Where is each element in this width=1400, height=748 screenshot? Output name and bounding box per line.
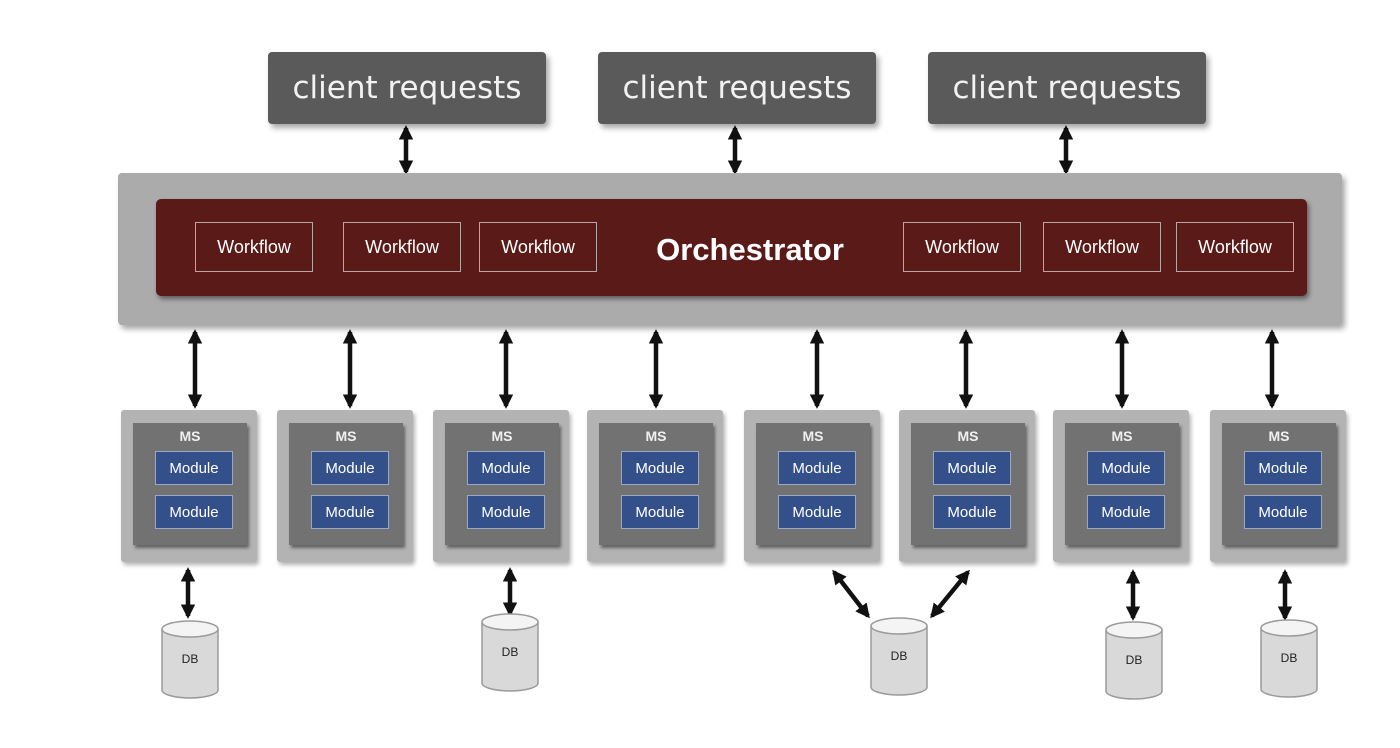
workflow-box: Workflow: [903, 222, 1021, 272]
module-box: Module: [778, 495, 856, 529]
microservice: MS Module Module: [744, 410, 880, 562]
microservice: MS Module Module: [277, 410, 413, 562]
db-label: DB: [890, 649, 908, 663]
microservice: MS Module Module: [1053, 410, 1189, 562]
microservice-inner: MS Module Module: [1222, 423, 1336, 545]
ms-label: MS: [802, 428, 824, 444]
module-box: Module: [621, 495, 699, 529]
database-cylinder-icon: [1260, 619, 1318, 698]
module-box: Module: [467, 451, 545, 485]
client-requests-box: client requests: [928, 52, 1206, 124]
db-label: DB: [181, 652, 199, 666]
ms-label: MS: [1111, 428, 1133, 444]
ms-label: MS: [1268, 428, 1290, 444]
ms-label: MS: [491, 428, 513, 444]
microservice-inner: MS Module Module: [599, 423, 713, 545]
workflow-box: Workflow: [479, 222, 597, 272]
microservice: MS Module Module: [587, 410, 723, 562]
workflow-box: Workflow: [343, 222, 461, 272]
microservice: MS Module Module: [1210, 410, 1346, 562]
module-box: Module: [1244, 495, 1322, 529]
microservice-inner: MS Module Module: [289, 423, 403, 545]
database: DB: [1260, 619, 1318, 699]
microservice-inner: MS Module Module: [445, 423, 559, 545]
microservice: MS Module Module: [433, 410, 569, 562]
ms-label: MS: [645, 428, 667, 444]
database: DB: [870, 617, 928, 697]
client-requests-label: client requests: [622, 70, 852, 106]
database: DB: [1105, 621, 1163, 701]
database-cylinder-icon: [481, 613, 539, 692]
client-requests-label: client requests: [952, 70, 1182, 106]
microservice-inner: MS Module Module: [1065, 423, 1179, 545]
module-box: Module: [155, 451, 233, 485]
module-box: Module: [621, 451, 699, 485]
client-requests-box: client requests: [268, 52, 546, 124]
ms-label: MS: [335, 428, 357, 444]
microservice-inner: MS Module Module: [756, 423, 870, 545]
db-label: DB: [501, 645, 519, 659]
ms-label: MS: [957, 428, 979, 444]
client-requests-box: client requests: [598, 52, 876, 124]
ms-label: MS: [179, 428, 201, 444]
arrow-db-3b: [930, 569, 970, 619]
module-box: Module: [311, 451, 389, 485]
module-box: Module: [1087, 451, 1165, 485]
workflow-box: Workflow: [1176, 222, 1294, 272]
module-box: Module: [467, 495, 545, 529]
microservice-inner: MS Module Module: [133, 423, 247, 545]
orchestrator-title: Orchestrator: [656, 232, 844, 267]
module-box: Module: [1244, 451, 1322, 485]
database-cylinder-icon: [870, 617, 928, 696]
orchestrator-band: [156, 199, 1307, 296]
module-box: Module: [933, 495, 1011, 529]
database: DB: [481, 613, 539, 693]
module-box: Module: [933, 451, 1011, 485]
microservice: MS Module Module: [899, 410, 1035, 562]
db-label: DB: [1280, 651, 1298, 665]
module-box: Module: [311, 495, 389, 529]
module-box: Module: [778, 451, 856, 485]
microservice: MS Module Module: [121, 410, 257, 562]
module-box: Module: [1087, 495, 1165, 529]
microservice-inner: MS Module Module: [911, 423, 1025, 545]
module-box: Module: [155, 495, 233, 529]
db-label: DB: [1125, 653, 1143, 667]
database-cylinder-icon: [1105, 621, 1163, 700]
workflow-box: Workflow: [195, 222, 313, 272]
database-cylinder-icon: [161, 620, 219, 699]
client-requests-label: client requests: [292, 70, 522, 106]
arrow-db-3a: [832, 569, 870, 619]
workflow-box: Workflow: [1043, 222, 1161, 272]
database: DB: [161, 620, 219, 700]
